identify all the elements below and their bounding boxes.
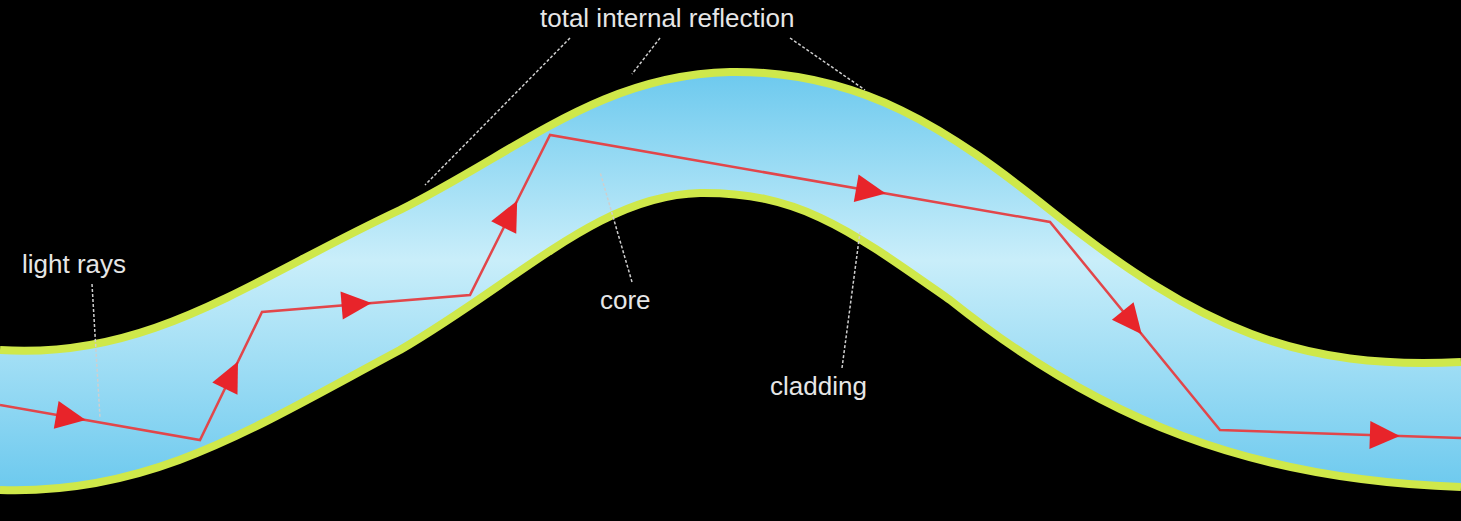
leader-line xyxy=(600,172,632,282)
arrowhead xyxy=(341,289,373,319)
leader-line xyxy=(92,284,100,418)
fiber-core xyxy=(0,72,1461,490)
arrowhead xyxy=(212,355,250,394)
leader-line xyxy=(790,38,865,90)
ray-line xyxy=(0,135,1461,440)
fiber-label: core xyxy=(600,286,651,315)
leader-line xyxy=(425,38,570,185)
leader-line xyxy=(632,38,660,74)
arrowhead xyxy=(54,401,88,434)
leader-line xyxy=(842,232,860,368)
arrowhead xyxy=(1112,302,1153,343)
cladding-upper xyxy=(0,72,1461,363)
cladding-lower xyxy=(0,193,1461,490)
light-ray xyxy=(0,135,1461,450)
arrowhead xyxy=(491,194,529,233)
leader-lines xyxy=(92,38,865,418)
fiber-label: total internal reflection xyxy=(540,4,794,33)
arrowhead xyxy=(1369,421,1400,450)
fiber-label: light rays xyxy=(22,250,126,279)
fiber-label: cladding xyxy=(770,372,867,401)
arrowhead xyxy=(854,174,888,207)
